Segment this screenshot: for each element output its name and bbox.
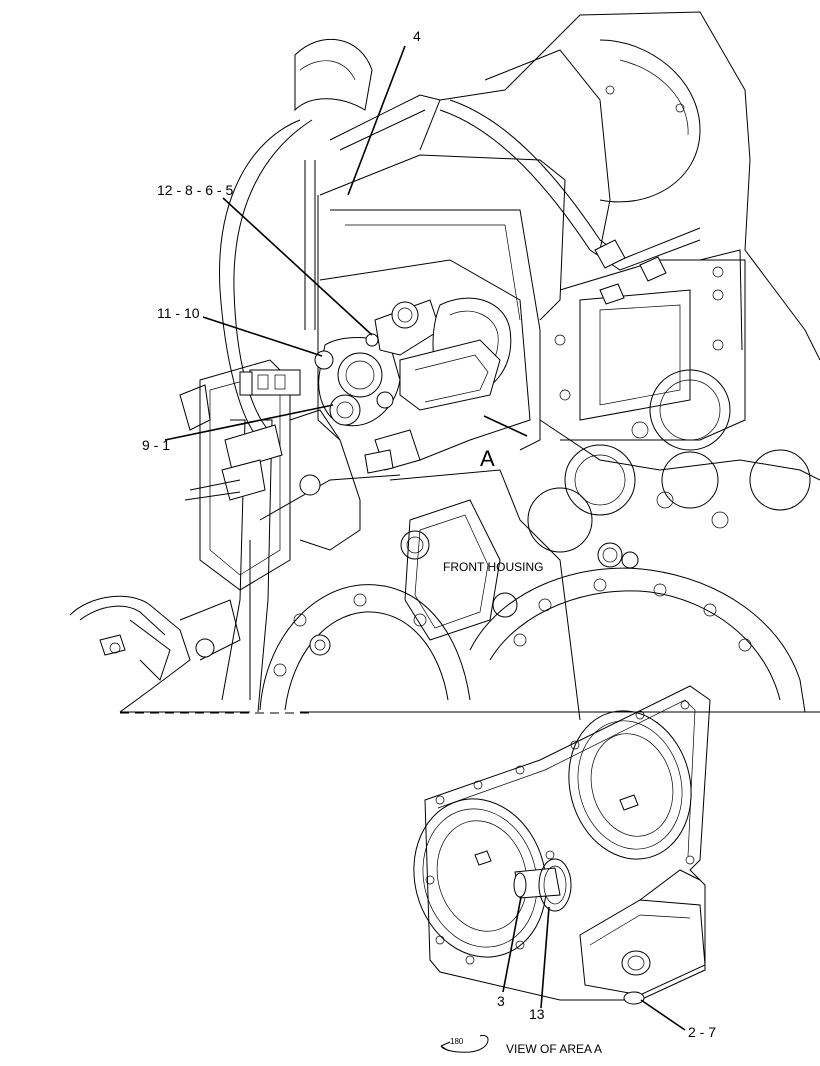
callout-9-1: 9 - 1 bbox=[142, 437, 170, 453]
detail-view-area-a bbox=[413, 685, 711, 1005]
rotation-180-icon: 180 bbox=[440, 1034, 489, 1053]
callout-13: 13 bbox=[529, 1006, 545, 1022]
front-housing-label: FRONT HOUSING bbox=[443, 560, 543, 574]
rotation-label: 180 bbox=[450, 1037, 464, 1046]
callout-3: 3 bbox=[497, 993, 505, 1009]
area-a-label: A bbox=[480, 446, 495, 471]
leader-lines bbox=[164, 45, 686, 1031]
callout-12-8-6-5: 12 - 8 - 6 - 5 bbox=[157, 182, 233, 198]
callout-4: 4 bbox=[413, 28, 421, 44]
view-of-area-a-label: VIEW OF AREA A bbox=[506, 1042, 602, 1056]
engine-front-assembly bbox=[69, 11, 820, 721]
callout-11-10: 11 - 10 bbox=[157, 305, 200, 321]
callout-2-7: 2 - 7 bbox=[688, 1024, 716, 1040]
